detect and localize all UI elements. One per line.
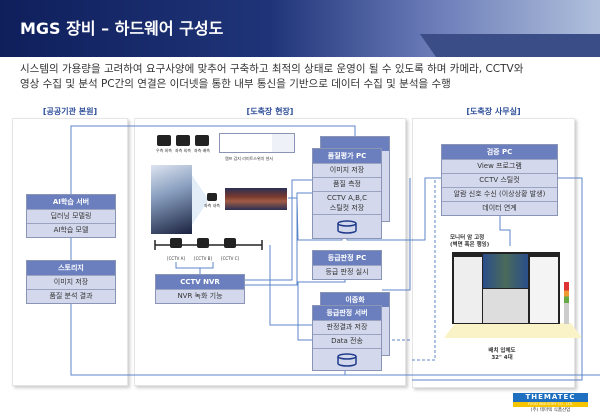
cctv-nvr-box: CCTV NVR NVR 녹화 기능 [155, 274, 245, 304]
section-label-site: [도축장 현장] [246, 107, 294, 116]
carcass-image [151, 165, 192, 234]
quality-pc-row: 품질 측정 [313, 177, 381, 191]
monitor-caption-1: 배치 입체도 [488, 348, 516, 354]
logo-kr: (주) 테마텍 식품산업 [530, 408, 571, 413]
cctv-label: [CCTV B] [194, 256, 212, 261]
camera-label: 좌측 외측 [175, 148, 191, 153]
monitor-mount-label: 모니터 암 고정(벽면 혹은 행잉) [450, 235, 489, 249]
monitor-label-2: (벽면 혹은 행잉) [450, 242, 490, 248]
logo-sub: FOOD INDUSTRY CO., LTD. [513, 402, 588, 407]
quality-pc-row-line: 스틸컷 저장 [329, 204, 365, 212]
control-pc-title: 검증 PC [442, 145, 557, 159]
cctv-label: [CCTV A] [167, 256, 185, 261]
cctv-icon [197, 238, 209, 248]
ai-server-row: 딥러닝 모델링 [27, 209, 115, 223]
panel-hq [12, 118, 128, 386]
desk-image [444, 323, 582, 338]
alarm-tower-light-icon [564, 282, 569, 324]
nvr-title: CCTV NVR [156, 275, 244, 289]
meat-image [225, 188, 287, 210]
redundancy-title: 이중화 [321, 293, 389, 307]
limit-switch-sensor-image [219, 133, 295, 153]
control-pc-row: 알람 신호 수신 (이상상황 발생) [442, 187, 557, 201]
database-icon [313, 348, 381, 370]
page-title: MGS 장비 – 하드웨어 구성도 [20, 19, 224, 38]
quality-pc-box: 품질평가 PC 이미지 저장 품질 측정 CCTV A,B,C 스틸컷 저장 [312, 148, 382, 239]
quality-pc-row-line: CCTV A,B,C [327, 194, 367, 202]
ai-server-title: AI학습 서버 [27, 195, 115, 209]
storage-row: 이미지 저장 [27, 275, 115, 289]
header-bar [0, 0, 600, 57]
nvr-row: NVR 녹화 기능 [156, 289, 244, 303]
camera-icon [207, 193, 217, 201]
grade-server-title: 등급판정 서버 [313, 306, 381, 320]
grade-pc-box: 등급판정 PC 등급 판정 실시 [312, 250, 382, 280]
grade-pc-row: 등급 판정 실시 [313, 265, 381, 279]
description-line-2: 영상 수집 및 분석 PC간의 연결은 이더넷을 통한 내부 통신을 기반으로 … [20, 78, 451, 90]
camera-label: 좌측 배측 [194, 148, 210, 153]
description-line-1: 시스템의 가용량을 고려하여 요구사양에 맞추어 구축하고 최적의 상태로 운영… [20, 63, 524, 75]
camera-icon [195, 135, 209, 146]
grade-server-row: 판정결과 저장 [313, 320, 381, 334]
storage-title: 스토리지 [27, 261, 115, 275]
camera-label: 우측 외측 [156, 148, 172, 153]
camera-label: 좌측 내측 [204, 203, 220, 208]
section-label-office: [도축장 사무실] [466, 107, 521, 116]
grade-server-box: 등급판정 서버 판정결과 저장 Data 전송 [312, 305, 382, 371]
monitor-wall-image [452, 252, 560, 324]
grade-server-row: Data 전송 [313, 334, 381, 348]
database-icon [313, 214, 381, 238]
grade-pc-title: 등급판정 PC [313, 251, 381, 265]
quality-pc-row: 이미지 저장 [313, 163, 381, 177]
cctv-label: [CCTV C] [221, 256, 239, 261]
ai-server-box: AI학습 서버 딥러닝 모델링 AI학습 모델 [26, 194, 116, 238]
storage-box: 스토리지 이미지 저장 품질 분석 결과 [26, 260, 116, 304]
logo-brand: THEMATEC [513, 393, 588, 402]
monitor-label-1: 모니터 암 고정 [450, 235, 485, 241]
control-pc-row: CCTV 스틸컷 [442, 173, 557, 187]
storage-row: 품질 분석 결과 [27, 289, 115, 303]
cctv-icon [224, 238, 236, 248]
camera-icon [157, 135, 171, 146]
control-pc-box: 검증 PC View 프로그램 CCTV 스틸컷 알람 신호 수신 (이상상황 … [441, 144, 558, 216]
control-pc-row: View 프로그램 [442, 159, 557, 173]
company-logo: THEMATEC FOOD INDUSTRY CO., LTD. (주) 테마텍… [513, 393, 588, 413]
section-label-hq: [공공기관 본원] [42, 107, 98, 116]
ai-server-row: AI학습 모델 [27, 223, 115, 237]
camera-icon [176, 135, 190, 146]
quality-pc-row: CCTV A,B,C 스틸컷 저장 [313, 191, 381, 214]
sensor-label: 램프 감지 리미트스위치 센서 [225, 156, 273, 161]
quality-pc-title: 품질평가 PC [313, 149, 381, 163]
cctv-icon [170, 238, 182, 248]
control-pc-row: 데이터 연계 [442, 201, 557, 215]
monitor-caption-2: 32" 4대 [491, 355, 513, 361]
